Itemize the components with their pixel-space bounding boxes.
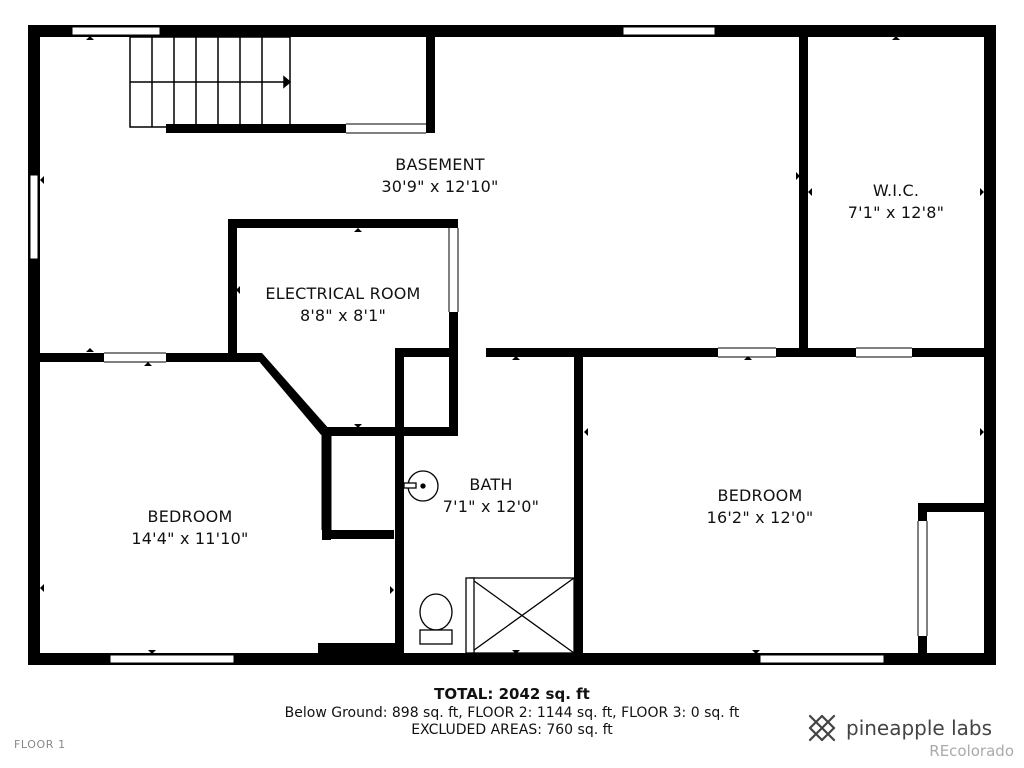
toilet-icon [419,593,453,631]
watermark: REcolorado [929,742,1014,760]
room-label-electrical: ELECTRICAL ROOM 8'8" x 8'1" [237,283,449,327]
room-name: BASEMENT [395,155,485,174]
pineapple-logo-icon [808,714,836,742]
window-top-right [622,26,716,36]
windows [29,26,885,664]
interior-walls [40,37,984,657]
room-dimensions: 30'9" x 12'10" [381,177,499,196]
bath-fixtures [403,470,575,654]
room-dimensions: 7'1" x 12'0" [442,497,540,516]
outer-walls [28,25,996,665]
floor-label: FLOOR 1 [14,738,66,751]
room-label-bedroom-right: BEDROOM 16'2" x 12'0" [660,485,860,529]
brand-logo: pineapple labs [806,710,992,746]
room-dimensions: 8'8" x 8'1" [299,306,387,325]
room-label-bedroom-left: BEDROOM 14'4" x 11'10" [100,506,280,550]
room-name: BEDROOM [147,507,233,526]
window-bottom-right [759,654,885,664]
room-label-basement: BASEMENT 30'9" x 12'10" [340,154,540,198]
room-dimensions: 14'4" x 11'10" [131,529,249,548]
room-label-bath: BATH 7'1" x 12'0" [426,474,556,518]
window-bottom-left [109,654,235,664]
room-dimensions: 16'2" x 12'0" [706,508,814,527]
total-area: TOTAL: 2042 sq. ft [434,685,590,703]
brand-name: pineapple labs [846,716,993,740]
wall-markers [40,36,984,654]
room-name: BATH [469,475,513,494]
room-name: W.I.C. [872,181,920,200]
stairs [129,36,292,128]
excluded-areas: EXCLUDED AREAS: 760 sq. ft [411,722,613,738]
room-name: BEDROOM [717,486,803,505]
window-top-left [71,26,161,36]
room-dimensions: 7'1" x 12'8" [847,203,945,222]
room-name: ELECTRICAL ROOM [265,284,421,303]
area-breakdown: Below Ground: 898 sq. ft, FLOOR 2: 1144 … [284,705,740,721]
room-label-wic: W.I.C. 7'1" x 12'8" [808,180,984,224]
window-left [29,174,39,260]
